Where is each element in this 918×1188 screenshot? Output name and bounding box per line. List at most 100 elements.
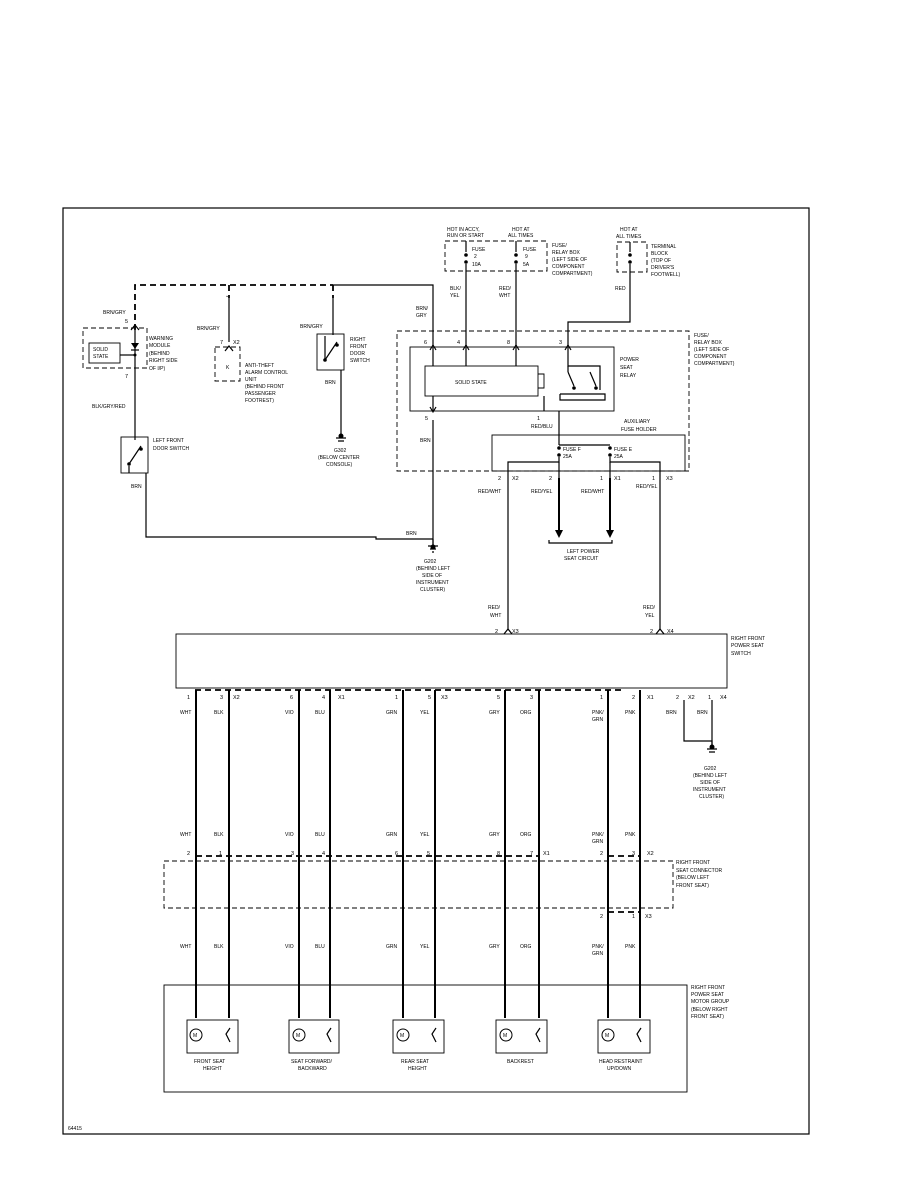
svg-text:7: 7 xyxy=(125,374,128,380)
svg-text:GRY: GRY xyxy=(416,313,427,319)
svg-text:HEIGHT: HEIGHT xyxy=(203,1066,222,1072)
svg-text:WHT: WHT xyxy=(180,710,191,716)
motor-backrest: M BACKREST xyxy=(495,1019,548,1065)
svg-text:6: 6 xyxy=(424,340,427,346)
svg-text:YEL: YEL xyxy=(450,293,460,299)
svg-text:WHT: WHT xyxy=(180,944,191,950)
svg-text:2: 2 xyxy=(676,695,679,701)
svg-text:10A: 10A xyxy=(472,262,482,268)
svg-text:FRONT SEAT): FRONT SEAT) xyxy=(676,883,709,889)
switch-output-pins: 1 3 X2 6 4 X1 1 5 X3 5 3 1 2 X1 2 X2 1 X… xyxy=(187,695,727,701)
svg-text:UNIT: UNIT xyxy=(245,377,257,383)
svg-text:OF I/P): OF I/P) xyxy=(149,366,165,372)
svg-text:5: 5 xyxy=(428,695,431,701)
svg-text:TERMINAL: TERMINAL xyxy=(651,244,677,250)
svg-text:X1: X1 xyxy=(543,851,550,857)
svg-text:RED/WHT: RED/WHT xyxy=(581,489,604,495)
svg-text:9: 9 xyxy=(525,254,528,260)
svg-text:1: 1 xyxy=(652,476,655,482)
svg-text:1: 1 xyxy=(600,476,603,482)
svg-text:3: 3 xyxy=(632,851,635,857)
warning-module: 5 BRN/GRY SOLID STATE WARNING MODULE (BE… xyxy=(82,310,178,380)
svg-text:BRN: BRN xyxy=(666,710,677,716)
svg-text:X2: X2 xyxy=(233,340,240,346)
motor-front-seat-height: M FRONT SEAT HEIGHT xyxy=(186,1019,239,1072)
svg-text:ANTI-THEFT: ANTI-THEFT xyxy=(245,363,274,369)
svg-text:PNK/: PNK/ xyxy=(592,944,604,950)
svg-text:FUSE/: FUSE/ xyxy=(552,243,567,249)
svg-text:ORG: ORG xyxy=(520,710,532,716)
svg-text:BLU: BLU xyxy=(315,710,325,716)
svg-text:1: 1 xyxy=(600,695,603,701)
svg-text:PNK: PNK xyxy=(625,710,636,716)
svg-text:BRN/GRY: BRN/GRY xyxy=(103,310,126,316)
svg-text:BRN: BRN xyxy=(420,438,431,444)
svg-text:M: M xyxy=(503,1033,507,1039)
svg-text:BRN: BRN xyxy=(131,484,142,490)
svg-text:G202: G202 xyxy=(704,766,716,772)
svg-text:HEIGHT: HEIGHT xyxy=(408,1066,427,1072)
svg-text:BRN: BRN xyxy=(406,531,417,537)
fuse-relay-box-top: HOT IN ACCY, RUN OR START HOT AT ALL TIM… xyxy=(444,227,593,277)
svg-text:DOOR SWITCH: DOOR SWITCH xyxy=(153,446,189,452)
svg-text:ORG: ORG xyxy=(520,944,532,950)
svg-text:WHT: WHT xyxy=(180,832,191,838)
svg-text:FUSE: FUSE xyxy=(472,247,486,253)
svg-text:BLK/GRY/RED: BLK/GRY/RED xyxy=(92,404,126,410)
svg-text:BACKREST: BACKREST xyxy=(507,1059,534,1065)
terminal-block: HOT AT ALL TIMES TERMINAL BLOCK (TOP OF … xyxy=(616,227,681,278)
svg-text:BLK: BLK xyxy=(214,710,224,716)
figure-id: 64415 xyxy=(68,1126,82,1132)
svg-text:X1: X1 xyxy=(614,476,621,482)
svg-text:M: M xyxy=(296,1033,300,1039)
svg-text:⌄: ⌄ xyxy=(225,293,229,299)
svg-text:SEAT CIRCUIT: SEAT CIRCUIT xyxy=(564,556,598,562)
svg-text:RIGHT FRONT: RIGHT FRONT xyxy=(731,636,765,642)
rf-seat-connector: RIGHT FRONT SEAT CONNECTOR (BELOW LEFT F… xyxy=(163,860,723,909)
svg-text:BRN/GRY: BRN/GRY xyxy=(197,326,220,332)
svg-text:5A: 5A xyxy=(523,262,530,268)
svg-text:SWITCH: SWITCH xyxy=(731,651,751,657)
svg-text:BRN/: BRN/ xyxy=(416,306,429,312)
svg-text:6: 6 xyxy=(290,695,293,701)
svg-text:POWER SEAT: POWER SEAT xyxy=(691,992,724,998)
svg-text:X3: X3 xyxy=(666,476,673,482)
svg-text:BACKWARD: BACKWARD xyxy=(298,1066,327,1072)
svg-text:COMPARTMENT): COMPARTMENT) xyxy=(694,361,735,367)
svg-text:REAR SEAT: REAR SEAT xyxy=(401,1059,429,1065)
svg-text:STATE: STATE xyxy=(93,354,109,360)
svg-text:WHT: WHT xyxy=(490,613,501,619)
motor-head-restraint: M HEAD RESTRAINT UP/DOWN xyxy=(597,1019,651,1072)
svg-text:3: 3 xyxy=(559,340,562,346)
svg-text:RED/YEL: RED/YEL xyxy=(636,484,658,490)
svg-text:FUSE F: FUSE F xyxy=(563,447,581,453)
svg-text:2: 2 xyxy=(632,695,635,701)
svg-text:2: 2 xyxy=(498,476,501,482)
svg-text:(LEFT SIDE OF: (LEFT SIDE OF xyxy=(694,347,729,353)
svg-text:CLUSTER): CLUSTER) xyxy=(420,587,445,593)
right-front-door-switch: BRN/GRY RIGHT FRONT DOOR SWITCH xyxy=(300,298,370,371)
svg-text:ALARM CONTROL: ALARM CONTROL xyxy=(245,370,288,376)
svg-text:ORG: ORG xyxy=(520,832,532,838)
svg-text:RELAY: RELAY xyxy=(620,373,637,379)
fuse-9: FUSE 9 5A xyxy=(514,241,537,271)
svg-text:(BEHIND: (BEHIND xyxy=(149,351,170,357)
svg-text:RED/: RED/ xyxy=(643,605,656,611)
svg-text:BRN/GRY: BRN/GRY xyxy=(300,324,323,330)
svg-text:BLK: BLK xyxy=(214,944,224,950)
svg-text:PNK: PNK xyxy=(625,832,636,838)
svg-text:INSTRUMENT: INSTRUMENT xyxy=(693,787,726,793)
svg-text:X1: X1 xyxy=(647,695,654,701)
svg-text:1: 1 xyxy=(537,416,540,422)
svg-text:SWITCH: SWITCH xyxy=(350,358,370,364)
svg-text:(TOP OF: (TOP OF xyxy=(651,258,671,264)
svg-text:SIDE OF: SIDE OF xyxy=(700,780,720,786)
svg-text:RED/YEL: RED/YEL xyxy=(531,489,553,495)
svg-text:SEAT FORWARD/: SEAT FORWARD/ xyxy=(291,1059,333,1065)
svg-text:PNK: PNK xyxy=(625,944,636,950)
svg-text:PASSENGER: PASSENGER xyxy=(245,391,276,397)
svg-text:RIGHT: RIGHT xyxy=(350,337,366,343)
svg-text:HOT IN ACCY,: HOT IN ACCY, xyxy=(447,227,480,233)
svg-text:G202: G202 xyxy=(424,559,436,565)
svg-text:VIO: VIO xyxy=(285,944,294,950)
